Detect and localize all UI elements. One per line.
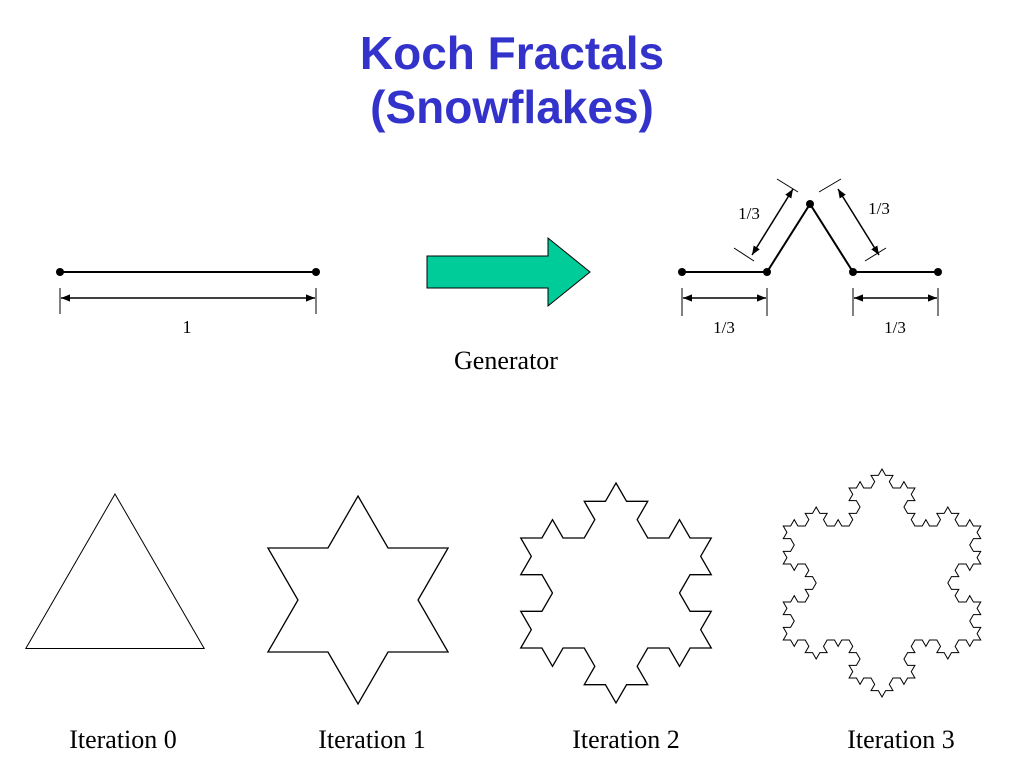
koch-snowflake-iteration-2 xyxy=(519,481,713,705)
transform-arrow xyxy=(426,236,591,308)
initiator: 1 xyxy=(56,268,320,337)
segment-label: 1/3 xyxy=(884,318,906,337)
koch-snowflake-iteration-1 xyxy=(266,494,450,706)
slide-title: Koch Fractals (Snowflakes) xyxy=(0,26,1024,134)
iteration-label: Iteration 2 xyxy=(572,725,680,754)
title-line-2: (Snowflakes) xyxy=(370,81,654,133)
dimension-tick xyxy=(818,178,842,193)
dimension-tick xyxy=(733,247,755,262)
segment-label: 1/3 xyxy=(868,199,890,218)
generator-point xyxy=(763,268,771,276)
dimension-tick xyxy=(776,178,799,193)
initiator-length-label: 1 xyxy=(183,317,192,337)
iteration-label: Iteration 1 xyxy=(318,725,426,754)
segment-label: 1/3 xyxy=(713,318,735,337)
iteration-label: Iteration 0 xyxy=(69,725,177,754)
koch-snowflake-iteration-0 xyxy=(24,492,206,649)
initiator-endpoint-right xyxy=(312,268,320,276)
dimension-arrow xyxy=(751,188,794,256)
generator-point xyxy=(849,268,857,276)
title-line-1: Koch Fractals xyxy=(359,27,665,79)
segment-label: 1/3 xyxy=(738,204,760,223)
generator: 1/3 1/3 1/3 1/3 xyxy=(678,178,942,337)
initiator-endpoint-left xyxy=(56,268,64,276)
dimension-arrow xyxy=(837,188,880,256)
iteration-label: Iteration 3 xyxy=(847,725,955,754)
generator-point xyxy=(934,268,942,276)
koch-snowflake-iteration-3 xyxy=(782,468,982,698)
generator-path xyxy=(682,202,938,273)
generator-point xyxy=(806,200,814,208)
generator-caption: Generator xyxy=(454,346,558,375)
generator-point xyxy=(678,268,686,276)
